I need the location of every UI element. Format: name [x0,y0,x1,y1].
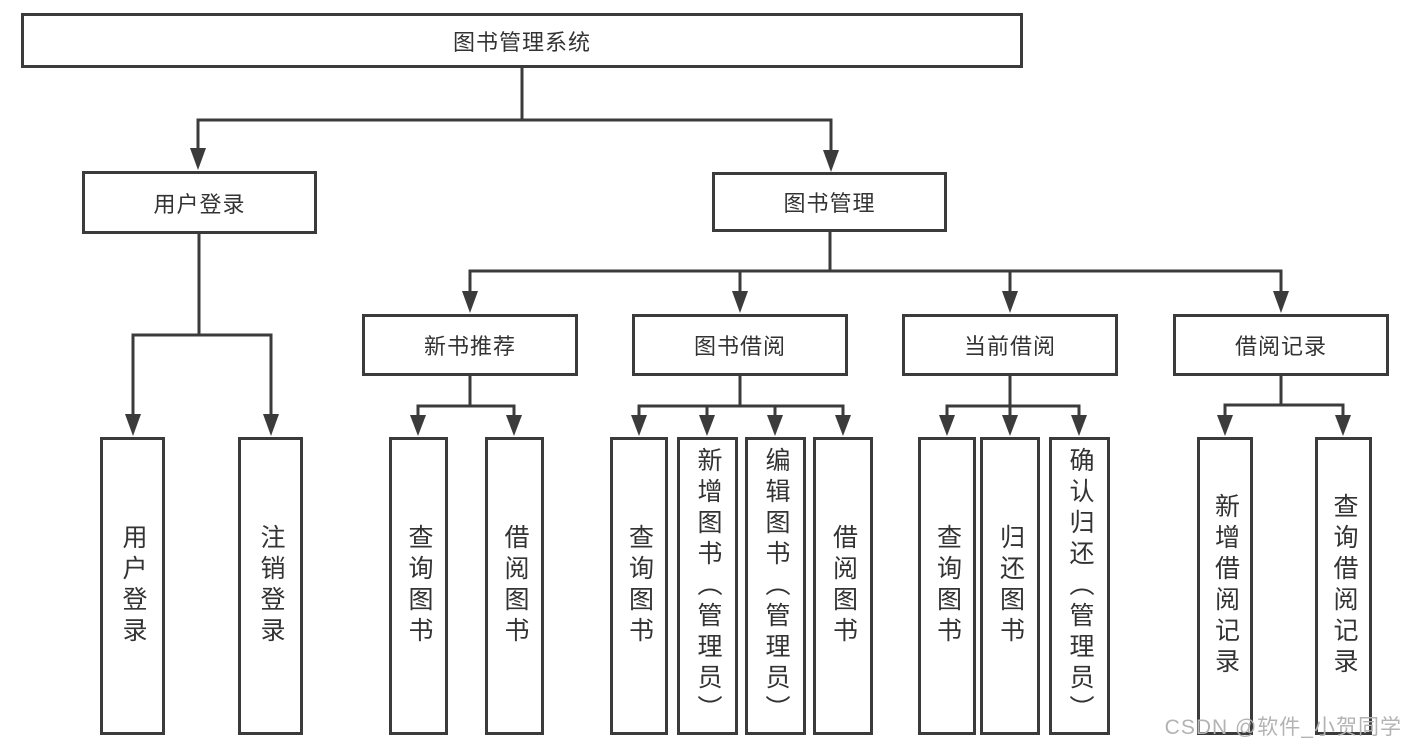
leaf-return-books: 归还图书 [980,437,1040,735]
leaf-return-books-label: 归还图书 [996,524,1025,648]
leaf-query-books-current-label: 查询图书 [933,524,962,648]
leaf-add-books-admin-label: 新增图书（管理员） [694,446,722,726]
node-user-login-label: 用户登录 [153,191,246,217]
leaf-user-login-label: 用户登录 [119,524,147,648]
leaf-add-books-admin: 新增图书（管理员） [677,437,738,735]
leaf-confirm-return-admin: 确认归还（管理员） [1049,437,1110,735]
leaf-edit-books-admin: 编辑图书（管理员） [745,437,806,735]
leaf-query-books-recommend: 查询图书 [389,437,448,735]
leaf-add-borrow-record-label: 新增借阅记录 [1211,493,1240,679]
leaf-logout-login-label: 注销登录 [257,524,285,648]
leaf-logout-login: 注销登录 [238,437,303,735]
node-book-management: 图书管理 [712,172,947,232]
leaf-user-login: 用户登录 [100,437,165,735]
node-borrowing-records: 借阅记录 [1173,314,1389,376]
leaf-borrow-books-borrowing: 借阅图书 [813,437,873,735]
leaf-query-books-current: 查询图书 [918,437,976,735]
node-root: 图书管理系统 [21,13,1023,68]
node-current-borrowing-label: 当前借阅 [963,334,1056,359]
leaf-add-borrow-record: 新增借阅记录 [1197,437,1253,735]
leaf-borrow-books-borrowing-label: 借阅图书 [829,524,858,648]
leaf-query-books-recommend-label: 查询图书 [405,524,433,648]
node-book-borrowing-label: 图书借阅 [693,334,786,359]
leaf-borrow-books-recommend-label: 借阅图书 [501,524,529,648]
leaf-edit-books-admin-label: 编辑图书（管理员） [762,446,790,726]
node-root-label: 图书管理系统 [452,29,591,55]
leaf-confirm-return-admin-label: 确认归还（管理员） [1066,446,1094,726]
node-current-borrowing: 当前借阅 [902,314,1118,376]
node-book-management-label: 图书管理 [783,191,876,216]
node-new-book-recommendation-label: 新书推荐 [423,334,516,359]
node-book-borrowing: 图书借阅 [632,314,848,376]
leaf-query-borrow-record: 查询借阅记录 [1315,437,1372,735]
watermark-text: CSDN @软件_小贺同学 [1164,716,1402,739]
node-new-book-recommendation: 新书推荐 [362,314,578,376]
leaf-query-borrow-record-label: 查询借阅记录 [1330,493,1358,679]
node-borrowing-records-label: 借阅记录 [1234,334,1327,359]
leaf-query-books-borrowing: 查询图书 [610,437,668,735]
leaf-query-books-borrowing-label: 查询图书 [625,524,654,648]
leaf-borrow-books-recommend: 借阅图书 [485,437,544,735]
node-user-login: 用户登录 [82,171,317,234]
